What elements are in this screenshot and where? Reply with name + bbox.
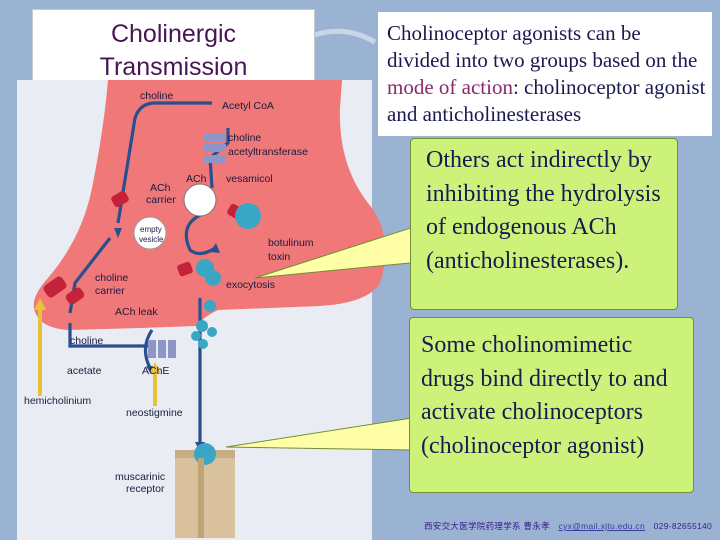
title-box: Cholinergic Transmission bbox=[32, 9, 315, 87]
label-exocytosis: exocytosis bbox=[226, 279, 275, 291]
label-hemicholinium: hemicholinium bbox=[24, 395, 91, 407]
label-choline-top: choline bbox=[140, 90, 173, 102]
label-botulinum-2: toxin bbox=[268, 251, 290, 263]
footer-phone: 029-82655140 bbox=[653, 521, 713, 531]
label-muscarinic-2: receptor bbox=[126, 483, 165, 495]
title-line-1: Cholinergic bbox=[110, 20, 237, 48]
intro-text: Cholinoceptor agonists can be divided in… bbox=[378, 12, 712, 136]
ach-vesicles bbox=[191, 203, 261, 465]
ach-leak-arrow bbox=[68, 323, 150, 348]
vesicle-cycle-arrow bbox=[184, 211, 216, 256]
inhibitor-arrows bbox=[38, 306, 157, 406]
footer-email[interactable]: cyx@mail.xjtu.edu.cn bbox=[558, 521, 645, 531]
label-neostigmine: neostigmine bbox=[126, 407, 183, 419]
callout-direct-agonists: Some cholinomimetic drugs bind directly … bbox=[409, 317, 694, 493]
intro-highlight: mode of action bbox=[387, 75, 513, 99]
label-ache: AChE bbox=[142, 365, 169, 377]
ache-enzyme bbox=[148, 340, 176, 358]
label-choline-carrier-1: choline bbox=[95, 272, 128, 284]
callout-indirect-agonists: Others act indirectly by inhibiting the … bbox=[410, 138, 678, 310]
label-ach-carrier-2: carrier bbox=[146, 194, 176, 206]
inhibitor-arrow-heads bbox=[34, 298, 161, 374]
empty-vesicle bbox=[133, 216, 167, 250]
label-ach-leak: ACh leak bbox=[115, 306, 158, 318]
label-choline-mid: choline bbox=[70, 335, 103, 347]
label-acetyl-coa: Acetyl CoA bbox=[222, 100, 274, 112]
footer-org: 西安交大医学院药理学系 曹永孝 bbox=[424, 521, 550, 531]
hydrolysis-arrow bbox=[143, 329, 154, 369]
label-muscarinic-1: muscarinic bbox=[115, 471, 165, 483]
label-empty-1: empty bbox=[140, 225, 162, 234]
label-empty-2: vesicle bbox=[139, 235, 164, 244]
label-ach-carrier-1: ACh bbox=[150, 182, 171, 194]
label-vesamicol: vesamicol bbox=[226, 173, 273, 185]
title-line-2: Transmission bbox=[99, 53, 248, 81]
receptor-stem bbox=[198, 458, 204, 538]
choline-carrier-shape bbox=[43, 276, 67, 298]
intro-part-1: Cholinoceptor agonists can be divided in… bbox=[387, 21, 698, 72]
callout-direct-text: Some cholinomimetic drugs bind directly … bbox=[421, 332, 668, 459]
pointer-direct bbox=[225, 417, 413, 451]
footer: 西安交大医学院药理学系 曹永孝 cyx@mail.xjtu.edu.cn 029… bbox=[424, 520, 712, 532]
botulinum-block bbox=[177, 261, 193, 277]
label-cat-1: choline bbox=[228, 132, 261, 144]
choline-to-cat-arrow bbox=[116, 101, 212, 224]
label-botulinum-1: botulinum bbox=[268, 237, 314, 249]
label-ach: ACh bbox=[186, 173, 207, 185]
label-acetate: acetate bbox=[67, 365, 102, 377]
callout-indirect-text: Others act indirectly by inhibiting the … bbox=[426, 147, 661, 274]
pointer-indirect bbox=[254, 224, 421, 279]
label-cat-2: acetyltransferase bbox=[228, 146, 308, 158]
label-choline-carrier-2: carrier bbox=[95, 285, 125, 297]
vesicle-outline bbox=[183, 183, 217, 217]
ach-carrier-shape bbox=[111, 190, 129, 208]
choline-acetyltransferase-enzyme bbox=[204, 133, 226, 163]
intro-part-2: : cholinoceptor agonist and anticholines… bbox=[387, 75, 706, 126]
